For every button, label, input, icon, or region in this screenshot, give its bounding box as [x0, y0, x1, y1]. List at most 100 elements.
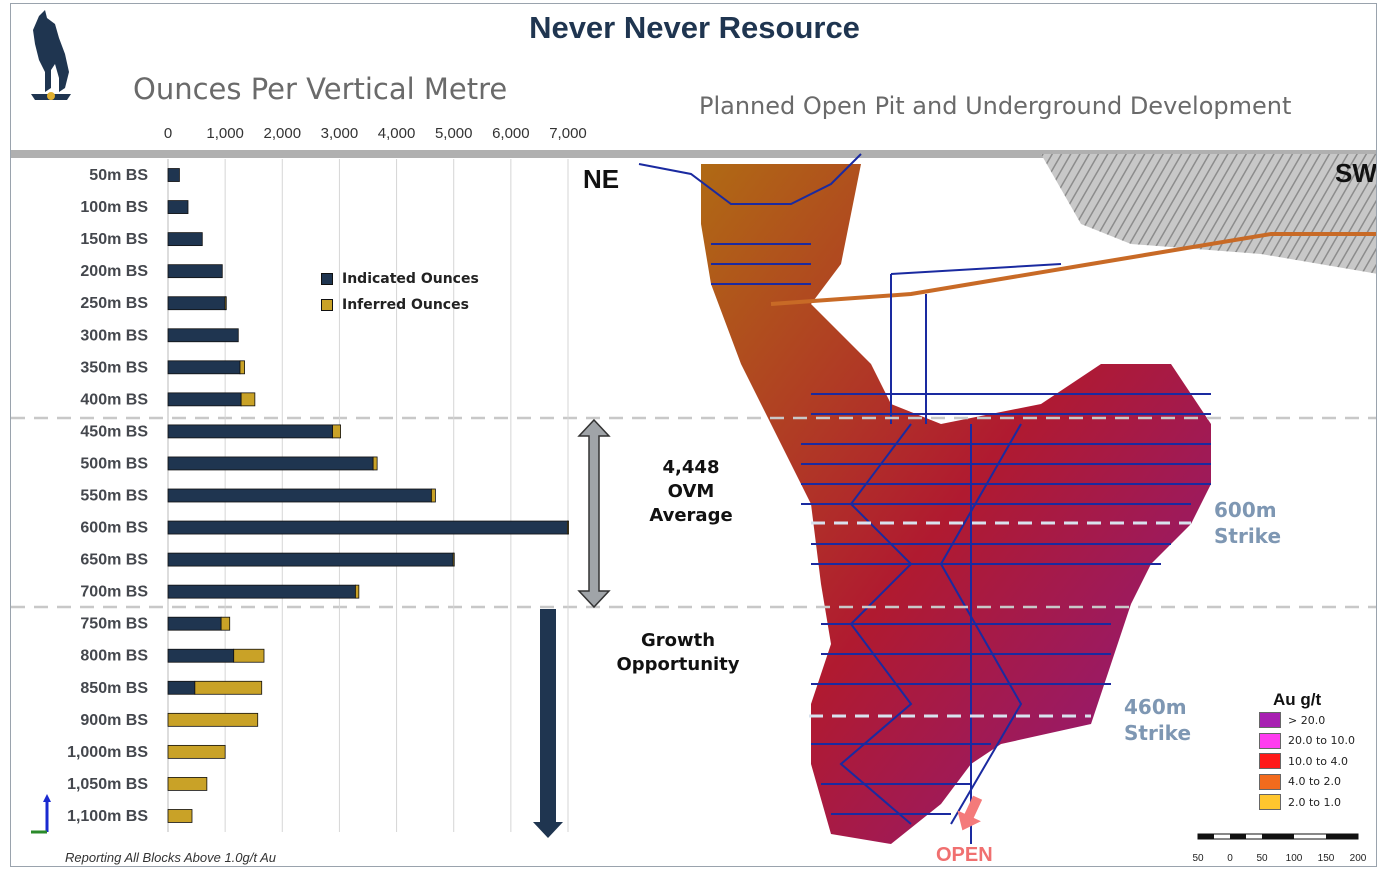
scale-tick-label: 150 — [1318, 853, 1335, 864]
surface-line — [11, 150, 1376, 158]
au-legend-label: 2.0 to 1.0 — [1288, 795, 1342, 809]
bar-indicated — [167, 552, 454, 567]
y-category-label: 200m BS — [80, 263, 148, 280]
y-category-label: 350m BS — [80, 359, 148, 376]
y-category-label: 650m BS — [80, 552, 148, 569]
au-legend-swatch — [1259, 794, 1281, 811]
au-legend-label: 20.0 to 10.0 — [1288, 734, 1356, 748]
bar-inferred — [431, 488, 436, 503]
au-legend-label: > 20.0 — [1288, 713, 1326, 727]
bar-indicated — [167, 456, 374, 471]
au-legend-swatch — [1259, 712, 1281, 729]
down-arrow-icon — [533, 609, 563, 838]
au-legend-title: Au g/t — [1273, 690, 1322, 709]
section-subtitle: Planned Open Pit and Underground Develop… — [699, 92, 1292, 120]
x-tick-label: 5,000 — [435, 125, 473, 142]
y-category-label: 50m BS — [89, 167, 148, 184]
au-legend-item: > 20.0 — [1259, 710, 1369, 731]
legend-swatch-inferred — [321, 299, 333, 311]
y-category-label: 1,050m BS — [67, 776, 148, 793]
x-tick-label: 1,000 — [206, 125, 244, 142]
bar-indicated — [167, 392, 242, 407]
au-legend-swatch — [1259, 732, 1281, 749]
bar-indicated — [167, 648, 235, 663]
y-category-label: 150m BS — [80, 231, 148, 248]
x-tick-label: 0 — [164, 125, 172, 142]
bar-indicated — [167, 200, 189, 214]
strike-460-label: 460m Strike — [1124, 695, 1192, 745]
bar-indicated — [167, 520, 568, 535]
bar-inferred — [167, 809, 193, 823]
slide-title: Never Never Resource — [529, 10, 860, 45]
growth-opportunity-label: Growth Opportunity — [616, 630, 740, 675]
y-category-label: 1,100m BS — [67, 808, 148, 825]
chart-legend: Indicated Ounces Inferred Ounces — [321, 266, 479, 318]
bar-indicated — [167, 424, 333, 439]
bar-indicated — [167, 264, 223, 279]
au-legend-item: 20.0 to 10.0 — [1259, 731, 1369, 752]
y-category-label: 250m BS — [80, 295, 148, 312]
open-pit — [1041, 154, 1376, 274]
bar-inferred — [220, 616, 231, 631]
bar-indicated — [167, 296, 226, 311]
legend-label-indicated: Indicated Ounces — [342, 271, 479, 287]
scale-tick-label: 200 — [1350, 853, 1367, 864]
bar-inferred — [167, 712, 259, 727]
bar-indicated — [167, 488, 432, 503]
bar-inferred — [332, 424, 341, 439]
bar-indicated — [167, 232, 203, 247]
y-category-label: 850m BS — [80, 680, 148, 697]
bar-inferred — [240, 392, 256, 407]
strike-600-label: 600m Strike — [1214, 498, 1282, 548]
x-tick-label: 3,000 — [321, 125, 359, 142]
bar-indicated — [167, 168, 180, 182]
bar-indicated — [167, 360, 241, 375]
y-category-label: 600m BS — [80, 520, 148, 537]
bar-inferred — [167, 744, 226, 759]
scale-tick-label: 100 — [1286, 853, 1303, 864]
scale-bar — [1197, 833, 1359, 840]
drillholes — [638, 153, 1211, 844]
y-category-label: 450m BS — [80, 423, 148, 440]
x-tick-label: 6,000 — [492, 125, 530, 142]
chart-title: Ounces Per Vertical Metre — [133, 72, 508, 106]
scale-tick-label: 0 — [1227, 853, 1233, 864]
au-legend-item: 2.0 to 1.0 — [1259, 792, 1369, 813]
bar-inferred — [355, 584, 360, 599]
bar-inferred — [239, 360, 245, 375]
bar-inferred — [452, 552, 455, 567]
y-category-label: 750m BS — [80, 616, 148, 633]
double-arrow-icon — [577, 418, 611, 609]
bar-inferred — [567, 520, 569, 535]
au-legend-swatch — [1259, 773, 1281, 790]
au-legend-item: 10.0 to 4.0 — [1259, 751, 1369, 772]
bar-indicated — [167, 616, 222, 631]
x-tick-label: 2,000 — [264, 125, 302, 142]
bar-indicated — [167, 584, 356, 599]
open-arrow-icon — [957, 795, 983, 831]
bar-inferred — [224, 296, 227, 311]
au-legend-swatch — [1259, 753, 1281, 770]
scale-tick-label: 50 — [1256, 853, 1268, 864]
bar-inferred — [167, 777, 208, 791]
bar-inferred — [194, 680, 263, 695]
ne-label: NE — [583, 164, 620, 194]
au-legend-item: 4.0 to 2.0 — [1259, 772, 1369, 793]
x-tick-label: 4,000 — [378, 125, 416, 142]
ovm-average-label: 4,448 OVM Average — [649, 457, 733, 526]
y-category-label: 500m BS — [80, 455, 148, 472]
decline — [770, 232, 1376, 306]
bar-indicated — [167, 680, 196, 695]
y-category-label: 800m BS — [80, 648, 148, 665]
y-category-label: 100m BS — [80, 199, 148, 216]
horse-logo-icon — [31, 10, 71, 100]
legend-swatch-indicated — [321, 273, 333, 285]
axis-orientation-icon — [31, 794, 51, 834]
slide-frame: Never Never Resource Ounces Per Vertical… — [10, 3, 1377, 867]
y-category-label: 400m BS — [80, 391, 148, 408]
y-category-label: 700m BS — [80, 584, 148, 601]
